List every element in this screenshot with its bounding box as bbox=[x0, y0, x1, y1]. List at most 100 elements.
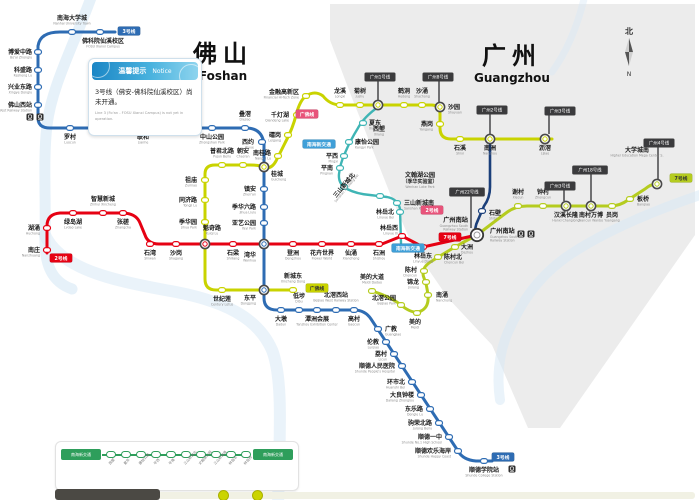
station-label: 花卉世界 bbox=[310, 249, 335, 257]
station-marker bbox=[200, 177, 210, 184]
station-marker bbox=[607, 203, 617, 210]
line-badge-label: 广佛线 bbox=[300, 111, 315, 118]
station-label-en: Dengzhou bbox=[285, 257, 301, 261]
station-marker bbox=[118, 210, 128, 217]
station-label: 文翰湖公园 bbox=[404, 171, 435, 179]
station-label-en: Shagang bbox=[169, 257, 183, 261]
station-label-en: Zhongshan Park bbox=[199, 141, 225, 145]
station-marker bbox=[200, 197, 210, 204]
rail-icon bbox=[527, 230, 535, 238]
station-label: 沙岗 bbox=[170, 249, 182, 257]
station-label: 镇安 bbox=[244, 185, 256, 193]
station-marker bbox=[392, 200, 402, 207]
station-label: 博爱中路 bbox=[8, 48, 33, 56]
station-label: 亚艺公园 bbox=[232, 219, 256, 227]
rail-icon-glyph bbox=[27, 114, 33, 119]
station-marker bbox=[257, 139, 267, 146]
station-label-en: FOSU Xianxi Campus bbox=[86, 45, 120, 49]
station-label-en: Linyue Xi bbox=[383, 232, 398, 236]
station-label-en: Dongle Lu bbox=[407, 413, 423, 417]
station-marker bbox=[259, 220, 269, 227]
station-marker bbox=[217, 287, 227, 294]
station-label-en: Lijiao bbox=[541, 152, 549, 156]
station-marker bbox=[396, 302, 406, 309]
station-label-en: Railway Station bbox=[443, 227, 468, 231]
station-marker bbox=[477, 208, 487, 215]
station-marker bbox=[435, 120, 445, 127]
station-marker bbox=[479, 458, 489, 465]
station-label: 陈村 bbox=[405, 266, 417, 274]
station-marker bbox=[276, 307, 286, 314]
station-label-en: Huchong bbox=[26, 232, 40, 236]
station-label-en: Guangjiao bbox=[385, 333, 401, 337]
station-label-en: Pingnan bbox=[320, 172, 333, 176]
legend-bar bbox=[158, 492, 695, 499]
station-label-en: Tanzhou Exhibition Center bbox=[295, 323, 338, 327]
gz-interchange-badge bbox=[544, 106, 576, 116]
station-label-en: Qiandeng Lake bbox=[265, 119, 289, 123]
station-label: 锦龙 bbox=[407, 278, 419, 286]
station-label: 美的大道 bbox=[359, 273, 384, 281]
station-label: 季华园 bbox=[178, 218, 197, 226]
interchange-station-inner bbox=[542, 136, 548, 142]
station-label-en: Hanxi Changlong bbox=[552, 219, 579, 223]
station-label: 员岗 bbox=[606, 211, 618, 219]
station-label-en: Shiwan bbox=[144, 257, 156, 261]
station-marker bbox=[339, 184, 349, 191]
station-label: 大墩 bbox=[275, 315, 288, 323]
station-label-en: Xiyue bbox=[245, 146, 254, 150]
station-label-en: Foshan West Railway Station bbox=[0, 109, 32, 113]
station-label-en: Zhongcun bbox=[535, 196, 551, 200]
station-label-en: Shizhou bbox=[373, 257, 386, 261]
station-label: 叠滘 bbox=[239, 110, 251, 118]
station-marker bbox=[455, 136, 465, 143]
station-marker bbox=[434, 420, 444, 427]
station-label-en: Jihua Park bbox=[180, 226, 197, 230]
rail-icon bbox=[517, 230, 525, 238]
station-label: 千灯湖 bbox=[271, 111, 289, 119]
major-interchange-inner bbox=[473, 231, 481, 239]
station-label: 北滘西站 bbox=[324, 291, 348, 299]
inset-station-capsule bbox=[181, 451, 191, 458]
line-badge-label: 3号线 bbox=[123, 28, 136, 35]
station-marker bbox=[433, 254, 443, 261]
station-label: 智慧新城 bbox=[91, 195, 115, 203]
gz-interchange-badge-label: 广州8号线 bbox=[428, 74, 449, 81]
station-label: 南村万博 bbox=[579, 211, 603, 219]
station-marker bbox=[399, 101, 409, 108]
gz-interchange-badge bbox=[422, 72, 454, 82]
station-label: 东乐路 bbox=[405, 405, 424, 413]
station-label: 林岳东 bbox=[414, 252, 432, 260]
station-label: 菊树 bbox=[353, 87, 366, 95]
station-label-en: Nanzhuang bbox=[22, 254, 40, 258]
station-label-en: Banqiao bbox=[637, 203, 650, 207]
station-marker bbox=[367, 288, 377, 295]
interchange-station-inner bbox=[437, 104, 443, 110]
rail-icon bbox=[508, 465, 516, 473]
station-label: 祖庙 bbox=[184, 176, 197, 184]
station-label: 板桥 bbox=[637, 195, 650, 203]
gz-interchange-badge-label: 广州18号线 bbox=[578, 167, 602, 174]
line-badge bbox=[49, 253, 73, 263]
inset-station-label: 夏东 bbox=[123, 457, 131, 466]
station-marker bbox=[412, 310, 422, 317]
station-label: 平南 bbox=[321, 164, 333, 172]
station-marker bbox=[200, 219, 210, 226]
station-label-en: Shunde College Station bbox=[465, 474, 502, 478]
station-label-en: Beijiao Park bbox=[377, 302, 396, 306]
station-marker bbox=[374, 241, 384, 248]
station-marker bbox=[273, 153, 283, 160]
foshan-title-en: Foshan bbox=[198, 69, 248, 83]
station-label-en: Lvdao Lake bbox=[64, 226, 82, 230]
station-label: 三山新城北 bbox=[331, 171, 356, 199]
station-label: 伦教 bbox=[366, 338, 380, 346]
station-label: 大洲 bbox=[461, 243, 473, 251]
line-badge-label: 南海新交通 bbox=[396, 245, 420, 252]
station-marker bbox=[171, 241, 181, 248]
station-label-en: Dazhou bbox=[461, 251, 473, 255]
station-marker bbox=[346, 241, 356, 248]
inset-station-capsule bbox=[151, 451, 161, 458]
station-label: 石湾 bbox=[143, 249, 156, 257]
foshan-title-zh: 佛山 bbox=[193, 40, 253, 68]
station-label-en: Yangang bbox=[419, 128, 433, 132]
